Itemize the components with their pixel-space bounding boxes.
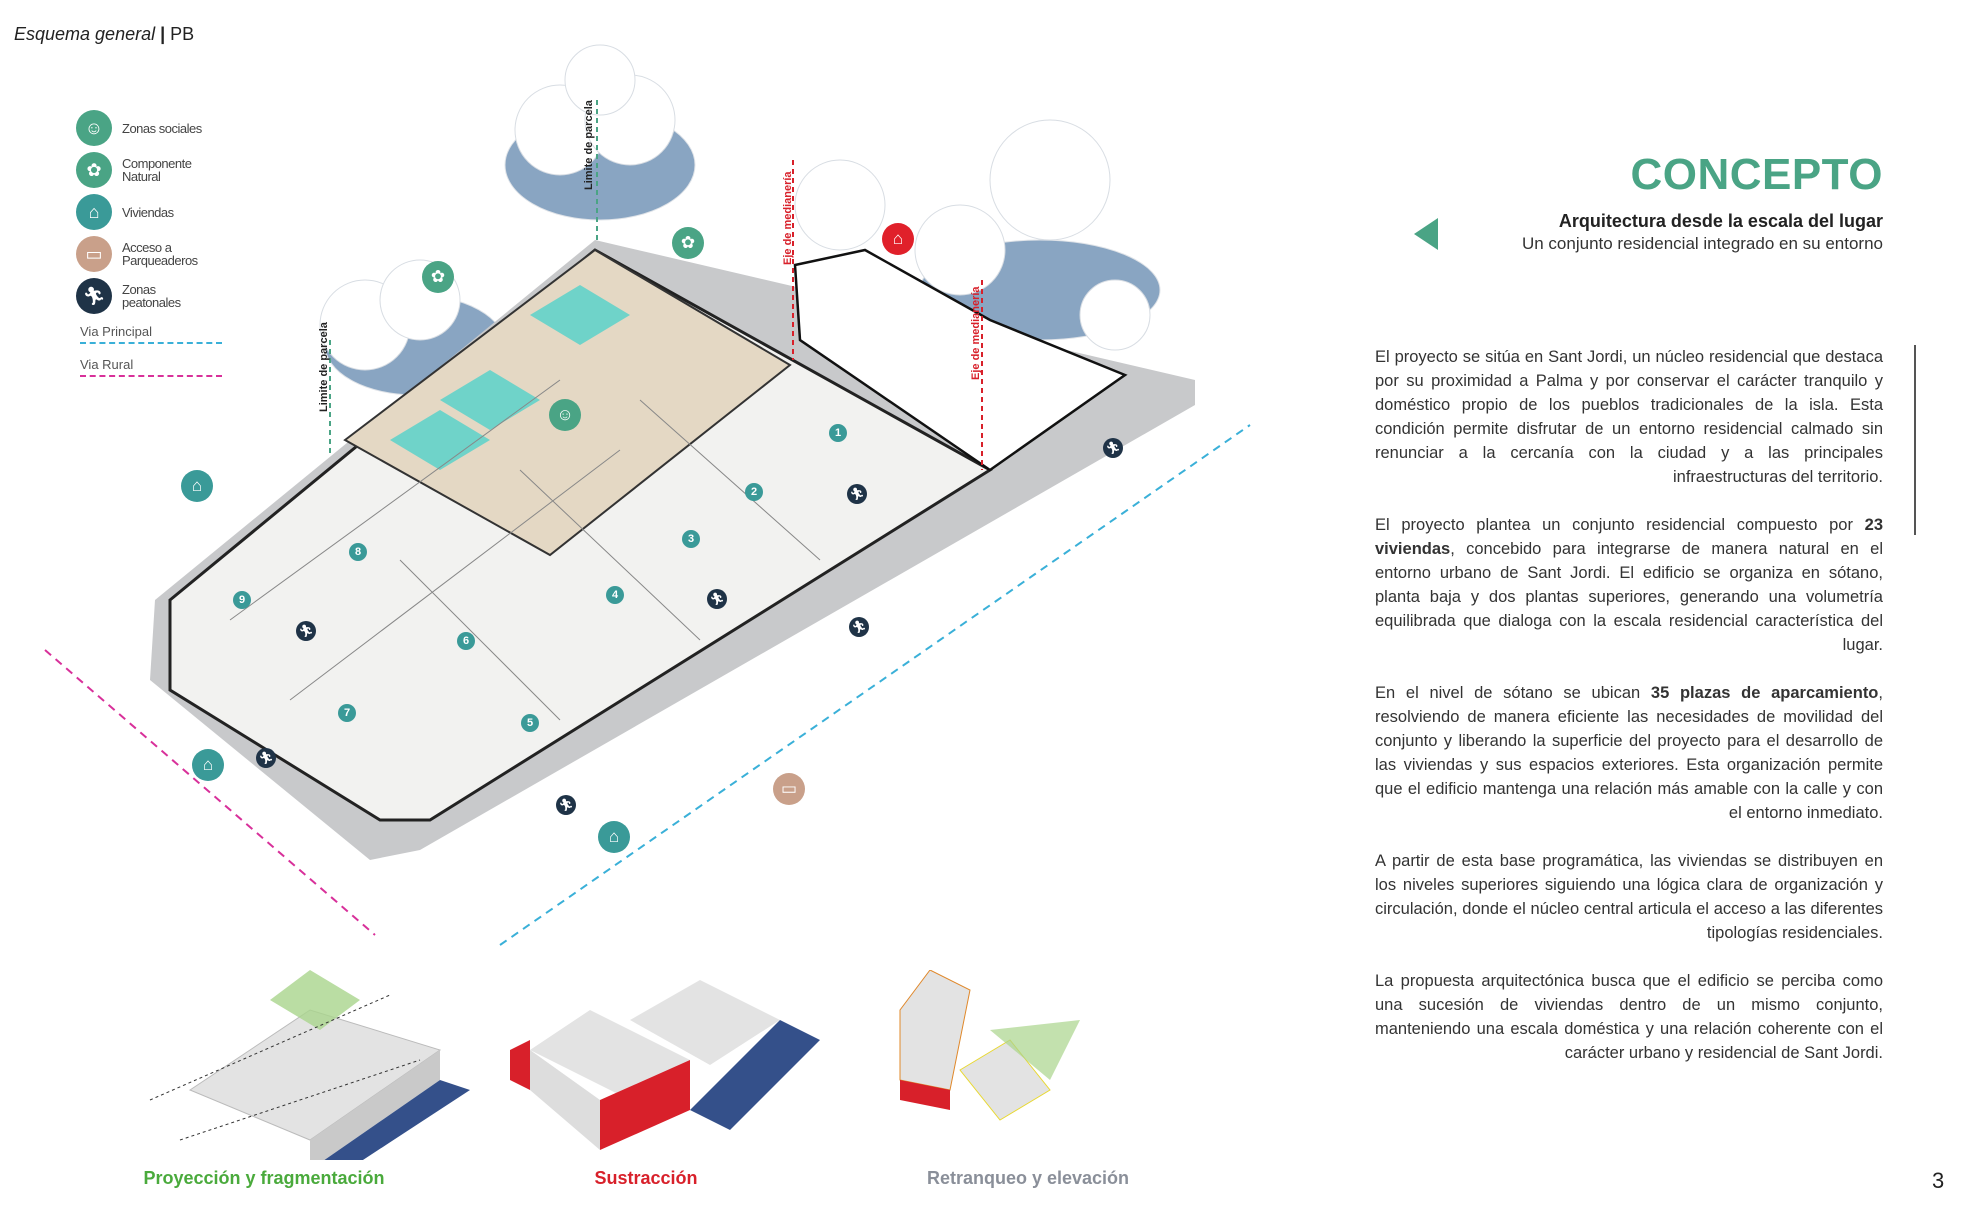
house-icon: ⌂ <box>76 194 112 230</box>
unit-marker: 5 <box>521 714 539 732</box>
legend-label: Componente Natural <box>122 156 192 184</box>
legend-item-viviendas: ⌂ Viviendas <box>76 194 232 230</box>
legend-via-principal: Via Principal <box>80 324 222 344</box>
eje-medianeria-label: Eje de medianería <box>782 171 794 265</box>
pool <box>440 370 540 430</box>
concept-subtitle: Arquitectura desde la escala del lugar <box>1558 211 1883 231</box>
legend-item-zonas-peatonales: 🏃︎ Zonas peatonales <box>76 278 202 314</box>
highlight-text: 23 viviendas <box>1375 516 1883 558</box>
via-principal-arrow <box>499 424 1251 946</box>
via-rural-arrow <box>44 649 376 936</box>
unit-marker: 9 <box>233 591 251 609</box>
pedestrian-icon: 🏃︎ <box>296 621 316 641</box>
page-number: 3 <box>1932 1168 1945 1193</box>
legend-via-rural: Via Rural <box>80 357 222 377</box>
strategy-label-proyeccion: Proyección y fragmentación <box>143 1168 385 1188</box>
concept-body: El proyecto se sitúa en Sant Jordi, un n… <box>1375 345 1883 1089</box>
body-paragraph: En el nivel de sótano se ubican 35 plaza… <box>1375 681 1883 825</box>
plant-icon: ✿ <box>76 152 112 188</box>
sustraccion-diagram <box>510 980 820 1150</box>
pedestrian-icon: 🏃︎ <box>847 484 867 504</box>
triangle-left-icon <box>1414 218 1438 250</box>
pedestrian-icon: 🏃︎ <box>556 795 576 815</box>
house-icon: ⌂ <box>181 470 213 502</box>
body-paragraph: El proyecto se sitúa en Sant Jordi, un n… <box>1375 345 1883 489</box>
house-icon: ⌂ <box>882 223 914 255</box>
header-level: PB <box>170 24 195 44</box>
legend-label: Viviendas <box>122 204 174 220</box>
plant-icon: ✿ <box>422 261 454 293</box>
plant-icon: ✿ <box>672 227 704 259</box>
paragraph-text: La propuesta arquitectónica busca que el… <box>1375 972 1883 1062</box>
unit-marker: 8 <box>349 543 367 561</box>
dashed-arrow-line <box>80 375 222 377</box>
highlight-text: 35 plazas de aparcamiento <box>1650 684 1879 702</box>
unit-marker: 7 <box>338 704 356 722</box>
legend-label: Acceso a Parqueaderos <box>122 240 198 268</box>
paragraph-text: A partir de esta base programática, las … <box>1375 852 1883 942</box>
paragraph-text: El proyecto plantea un conjunto residenc… <box>1375 516 1865 534</box>
car-icon: ▭ <box>76 236 112 272</box>
paragraph-text: , resolviendo de manera eficiente las ne… <box>1375 684 1883 822</box>
paragraph-text: En el nivel de sótano se ubican <box>1375 684 1651 702</box>
people-icon: ☺ <box>549 399 581 431</box>
house-icon: ⌂ <box>192 749 224 781</box>
page-header: Esquema general | PB <box>14 24 194 45</box>
pool <box>530 285 630 345</box>
legend-item-zonas-sociales: ☺ Zonas sociales <box>76 110 232 146</box>
strategy-label-sustraccion: Sustracción <box>594 1168 698 1188</box>
header-title: Esquema general <box>14 24 156 44</box>
dashed-arrow-line <box>80 342 222 344</box>
legend-label: Zonas sociales <box>122 120 202 136</box>
proyeccion-diagram <box>149 970 470 1160</box>
legend-item-componente-natural: ✿ Componente Natural <box>76 152 212 188</box>
unit-marker: 4 <box>606 586 624 604</box>
pedestrian-icon: 🏃︎ <box>707 589 727 609</box>
body-paragraph: A partir de esta base programática, las … <box>1375 849 1883 945</box>
unit-marker: 2 <box>745 483 763 501</box>
limite-parcela-label: Limite de parcela <box>583 100 595 190</box>
unit-marker: 6 <box>457 632 475 650</box>
via-label: Via Principal <box>80 324 153 339</box>
house-icon: ⌂ <box>598 821 630 853</box>
legend-item-acceso-parqueaderos: ▭ Acceso a Parqueaderos <box>76 236 212 272</box>
pedestrian-icon: 🏃︎ <box>76 278 112 314</box>
unit-marker: 1 <box>829 424 847 442</box>
limite-parcela-label: Limite de parcela <box>318 322 330 412</box>
paragraph-text: , concebido para integrarse de manera na… <box>1375 540 1883 654</box>
trees <box>319 44 1161 396</box>
header-separator: | <box>160 24 166 44</box>
strategy-diagrams <box>149 970 1080 1160</box>
unit-marker: 3 <box>682 530 700 548</box>
car-icon: ▭ <box>773 773 805 805</box>
neighbor-building <box>793 248 1128 472</box>
strategy-label-retranqueo: Retranqueo y elevación <box>926 1168 1130 1188</box>
pedestrian-icon: 🏃︎ <box>1103 438 1123 458</box>
body-paragraph: La propuesta arquitectónica busca que el… <box>1375 969 1883 1065</box>
pedestrian-icon: 🏃︎ <box>849 617 869 637</box>
legend-label: Zonas peatonales <box>122 282 181 310</box>
axonometric-plan-diagram <box>44 44 1251 946</box>
body-paragraph: El proyecto plantea un conjunto residenc… <box>1375 513 1883 657</box>
divider-line <box>1914 345 1916 535</box>
eje-medianeria-label: Eje de medianería <box>970 286 982 380</box>
pedestrian-icon: 🏃︎ <box>256 748 276 768</box>
retranqueo-diagram <box>899 970 1080 1121</box>
via-label: Via Rural <box>80 357 134 372</box>
concept-title: CONCEPTO <box>1630 150 1883 199</box>
concept-tagline: Un conjunto residencial integrado en su … <box>1521 234 1883 253</box>
pool <box>390 410 490 470</box>
paragraph-text: El proyecto se sitúa en Sant Jordi, un n… <box>1375 348 1883 486</box>
people-icon: ☺ <box>76 110 112 146</box>
